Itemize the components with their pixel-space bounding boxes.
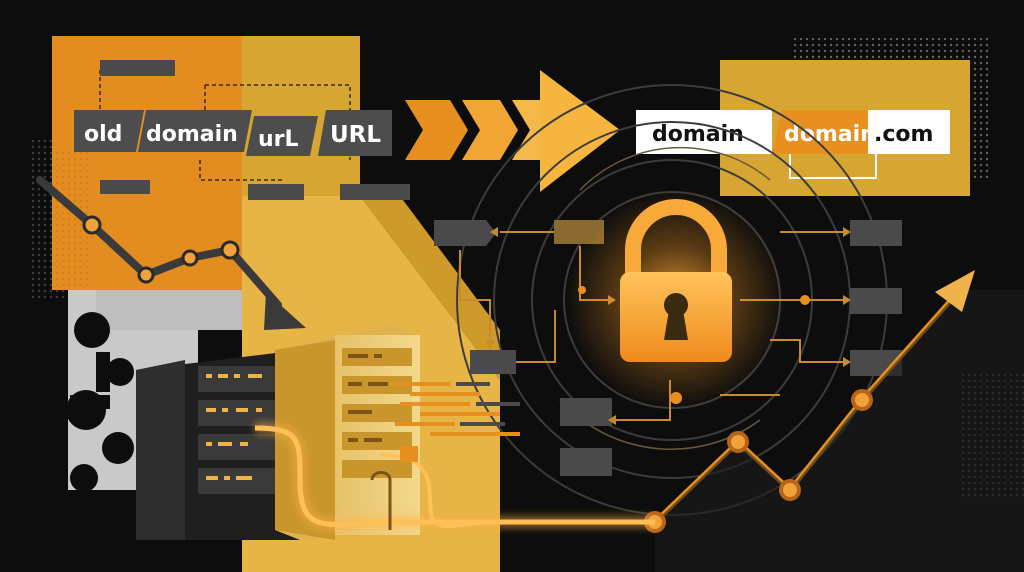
- flow-node: [850, 288, 902, 314]
- new-url-segment-2: [772, 110, 876, 154]
- old-url-segment-4: [318, 110, 392, 156]
- flow-node: [434, 220, 496, 246]
- trend-point: [851, 389, 873, 411]
- old-url-segment-3: [246, 116, 318, 156]
- placeholder-bar: [100, 60, 175, 76]
- network-cable: [254, 422, 655, 531]
- new-url: domain domain .com: [636, 110, 950, 154]
- trend-point: [220, 240, 240, 260]
- old-url-text-3: urL: [258, 127, 299, 152]
- old-url-segment-1: [74, 110, 144, 152]
- flow-node: [470, 350, 516, 374]
- flow-node: [560, 448, 612, 476]
- flow-node: [560, 398, 612, 426]
- trend-point: [82, 215, 102, 235]
- down-trend: [36, 176, 306, 330]
- flow-node: [850, 220, 902, 246]
- new-url-segment-1: [636, 110, 772, 154]
- old-url-segment-2: [138, 110, 252, 152]
- forward-arrow-icon: [405, 70, 620, 192]
- padlock-icon: [566, 190, 786, 410]
- down-trend-line: [36, 176, 282, 309]
- gear-shape-icon: [66, 312, 134, 492]
- new-url-text-1: domain: [652, 122, 744, 147]
- old-url-text-1: old: [84, 122, 122, 147]
- trend-point: [137, 266, 155, 284]
- new-url-segment-3: [868, 110, 950, 154]
- old-url-text-2: domain: [146, 122, 238, 147]
- trend-down-arrow-icon: [264, 292, 306, 330]
- old-url: old domain urL URL: [74, 110, 392, 156]
- old-url-text-4: URL: [330, 122, 381, 148]
- trend-point: [181, 249, 199, 267]
- trend-up-arrow-icon: [935, 270, 975, 312]
- new-url-text-3: .com: [874, 122, 933, 147]
- trend-point: [727, 431, 749, 453]
- cable-plug-icon: [400, 446, 418, 462]
- server-rack-icon: [136, 325, 520, 540]
- trend-point: [779, 479, 801, 501]
